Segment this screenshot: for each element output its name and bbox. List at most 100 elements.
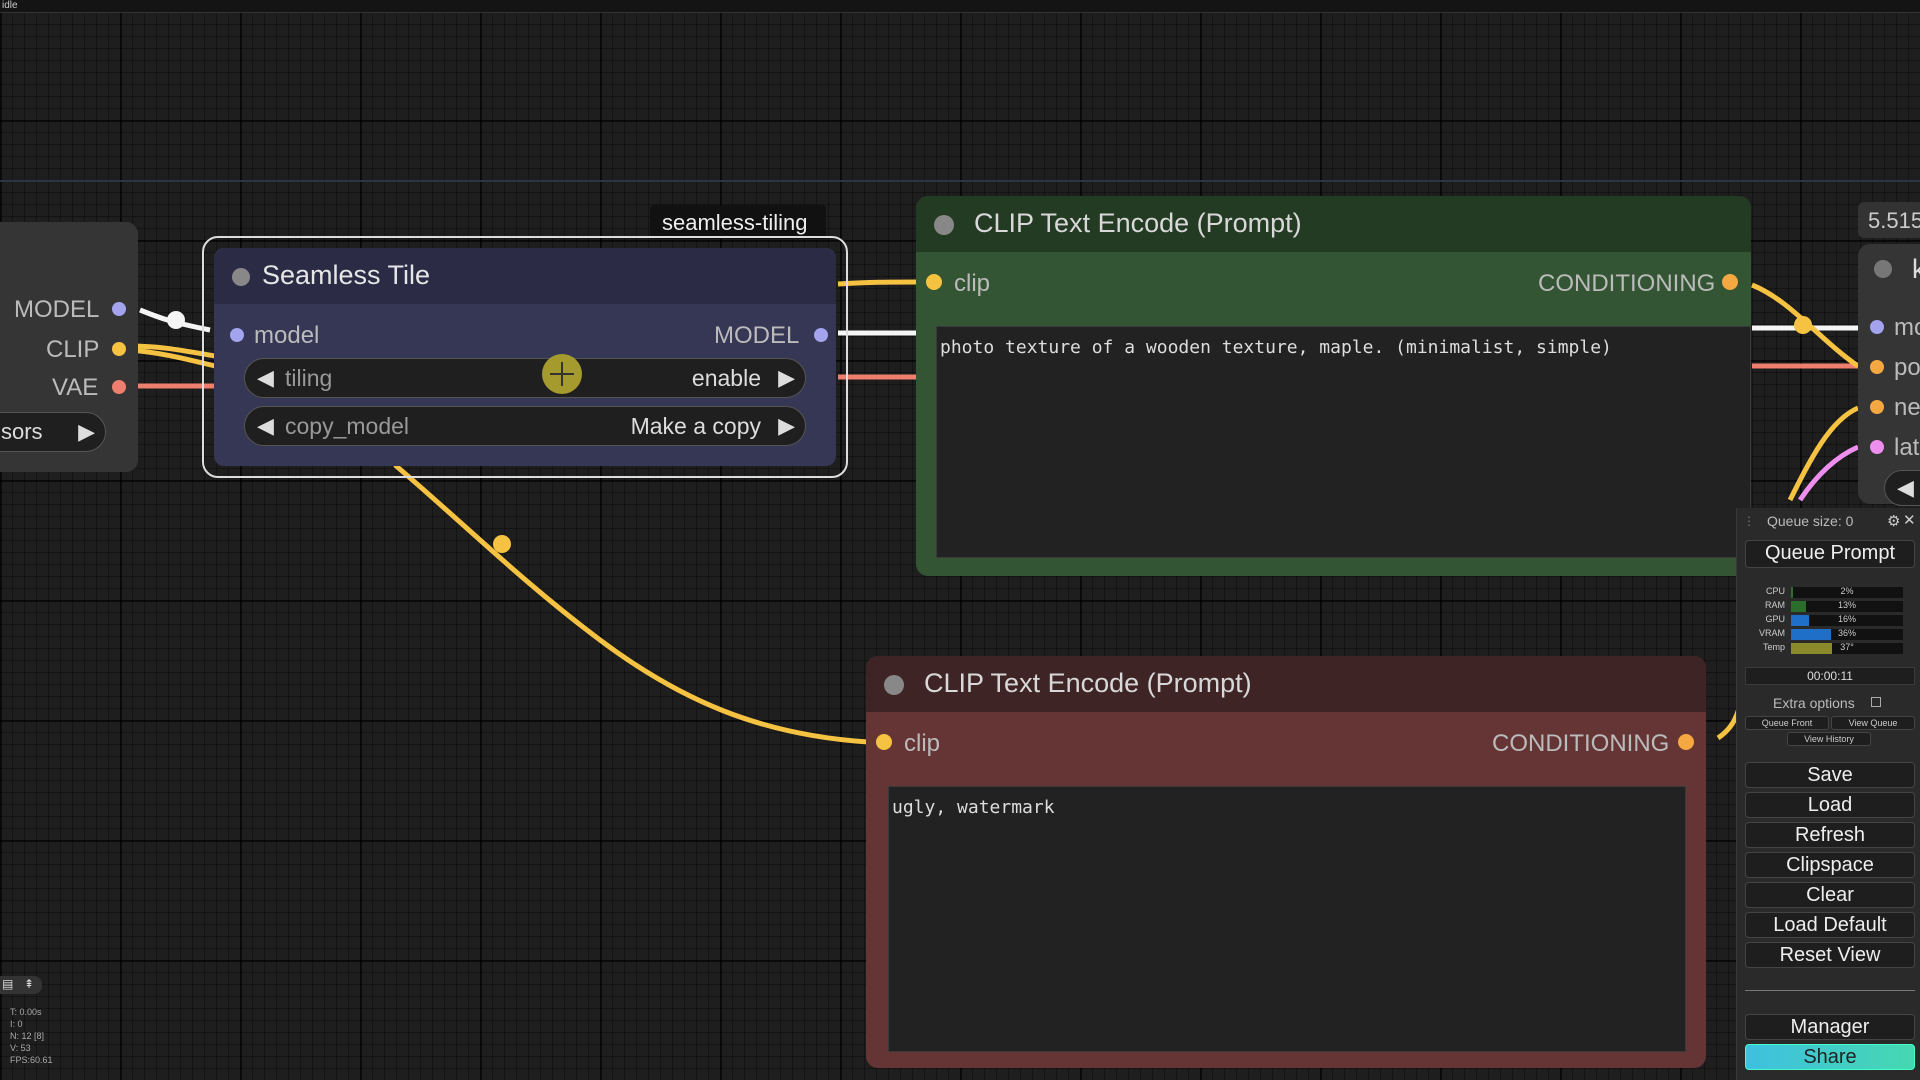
prompt-textarea-negative[interactable]: ugly, watermark xyxy=(888,786,1686,1052)
clip-text-encode-positive-node[interactable]: CLIP Text Encode (Prompt) clip CONDITION… xyxy=(916,196,1751,576)
monitor-bar xyxy=(1791,615,1903,626)
input-slot-model[interactable] xyxy=(1870,320,1884,334)
arrow-left-icon[interactable]: ◀ xyxy=(1897,475,1914,500)
link-reroute-dot xyxy=(167,311,185,329)
monitor-value: 13% xyxy=(1837,600,1856,610)
clipspace-button[interactable]: Clipspace xyxy=(1745,852,1915,878)
input-label-clip: clip xyxy=(904,730,941,757)
node-collapse-dot[interactable] xyxy=(232,268,250,286)
monitor-bar xyxy=(1791,587,1903,598)
ksampler-node[interactable]: k mo po ne late ◀ xyxy=(1858,244,1920,506)
queue-prompt-button[interactable]: Queue Prompt xyxy=(1745,540,1915,568)
input-label-model: mo xyxy=(1894,314,1920,341)
arrow-left-icon[interactable]: ◀ xyxy=(257,413,274,438)
node-title: CLIP Text Encode (Prompt) xyxy=(924,668,1252,698)
extra-options-label: Extra options xyxy=(1773,695,1855,711)
copy-model-widget[interactable]: ◀ copy_model Make a copy ▶ xyxy=(244,406,806,446)
monitor-cpu: CPU 2% xyxy=(1745,586,1915,599)
monitor-value: 2% xyxy=(1840,586,1854,596)
ksampler-badge-text: 5.515 xyxy=(1868,208,1920,233)
output-label-model: MODEL xyxy=(714,322,800,349)
drag-handle-icon[interactable]: ⋮ xyxy=(1743,514,1755,528)
reset-view-button[interactable]: Reset View xyxy=(1745,942,1915,968)
arrow-right-icon[interactable]: ▶ xyxy=(78,419,95,444)
share-button[interactable]: Share xyxy=(1745,1044,1915,1070)
close-icon[interactable]: ✕ xyxy=(1903,512,1916,529)
view-history-button[interactable]: View History xyxy=(1787,732,1871,746)
move-cursor-icon xyxy=(542,354,582,394)
output-slot-model[interactable] xyxy=(814,328,828,342)
seamless-tile-node[interactable]: Seamless Tile model MODEL ◀ tiling enabl… xyxy=(202,236,848,478)
output-slot-vae[interactable] xyxy=(112,380,126,394)
left-node-combo-label: sors xyxy=(1,419,43,444)
input-slot-clip[interactable] xyxy=(926,274,942,290)
monitor-bar xyxy=(1791,629,1903,640)
output-slot-clip[interactable] xyxy=(112,342,126,356)
gear-icon[interactable]: ⚙ xyxy=(1887,513,1901,530)
node-collapse-dot[interactable] xyxy=(884,675,904,695)
clip-text-encode-negative-node[interactable]: CLIP Text Encode (Prompt) clip CONDITION… xyxy=(866,656,1706,1068)
pin-icon[interactable]: ⇞ xyxy=(24,977,35,991)
link-cond-negative xyxy=(1787,405,1860,502)
monitor-bar xyxy=(1791,601,1903,612)
load-default-button[interactable]: Load Default xyxy=(1745,912,1915,938)
timer-text: 00:00:11 xyxy=(1807,669,1853,683)
input-slot-latent[interactable] xyxy=(1870,440,1884,454)
clip-positive-header[interactable]: CLIP Text Encode (Prompt) xyxy=(916,196,1751,252)
input-slot-model[interactable] xyxy=(230,328,244,342)
queue-panel: ⋮ Queue size: 0 ⚙ ✕ Queue Prompt CPU 2% … xyxy=(1736,508,1920,1080)
menu-icon[interactable]: ▤ xyxy=(2,977,14,991)
link-latent xyxy=(1797,444,1860,502)
copy-model-label: copy_model xyxy=(285,413,410,439)
monitor-label: VRAM xyxy=(1758,628,1785,638)
link-cond-dot xyxy=(1794,316,1812,334)
prompt-textarea-positive[interactable]: photo texture of a wooden texture, maple… xyxy=(936,326,1751,558)
ksampler-badge: 5.515 xyxy=(1858,202,1920,238)
monitor-fill xyxy=(1791,643,1833,654)
stat-fps: FPS:60.61 xyxy=(10,1055,53,1065)
refresh-button[interactable]: Refresh xyxy=(1745,822,1915,848)
status-bar: idle xyxy=(0,0,1920,13)
seamless-tile-header[interactable]: Seamless Tile xyxy=(214,248,836,304)
clear-button[interactable]: Clear xyxy=(1745,882,1915,908)
status-text: idle xyxy=(2,0,18,11)
left-node-combo[interactable]: sors ▶ xyxy=(0,412,106,452)
tiling-widget[interactable]: ◀ tiling enable ▶ xyxy=(244,358,806,398)
view-queue-button[interactable]: View Queue xyxy=(1831,716,1915,730)
output-label-conditioning: CONDITIONING xyxy=(1538,270,1716,297)
node-collapse-dot[interactable] xyxy=(934,215,954,235)
arrow-right-icon[interactable]: ▶ xyxy=(778,413,795,438)
input-slot-clip[interactable] xyxy=(876,734,892,750)
monitor-label: CPU xyxy=(1765,586,1785,596)
load-button[interactable]: Load xyxy=(1745,792,1915,818)
arrow-left-icon[interactable]: ◀ xyxy=(257,365,274,390)
timer: 00:00:11 xyxy=(1745,667,1915,685)
ksampler-widget[interactable]: ◀ xyxy=(1884,470,1920,506)
group-title: seamless-tiling xyxy=(650,205,826,239)
monitor-value: 36% xyxy=(1837,628,1856,638)
input-slot-negative[interactable] xyxy=(1870,400,1884,414)
link-midpoint-dot xyxy=(493,535,511,553)
monitor-gpu: GPU 16% xyxy=(1745,614,1915,627)
output-label-model: MODEL xyxy=(14,296,100,323)
monitor-label: Temp xyxy=(1762,642,1785,652)
monitor-vram: VRAM 36% xyxy=(1745,628,1915,641)
canvas-stats: T: 0.00s I: 0 N: 12 [8] V: 53 FPS:60.61 xyxy=(10,1006,53,1066)
node-title: Seamless Tile xyxy=(262,260,431,290)
save-button[interactable]: Save xyxy=(1745,762,1915,788)
monitor-bar xyxy=(1791,643,1903,654)
node-title: CLIP Text Encode (Prompt) xyxy=(974,208,1302,238)
output-slot-model[interactable] xyxy=(112,302,126,316)
clip-negative-header[interactable]: CLIP Text Encode (Prompt) xyxy=(866,656,1706,712)
queue-front-button[interactable]: Queue Front xyxy=(1745,716,1829,730)
input-slot-positive[interactable] xyxy=(1870,360,1884,374)
monitor-fill xyxy=(1791,601,1806,612)
arrow-right-icon[interactable]: ▶ xyxy=(778,365,795,390)
checkpoint-loader-node[interactable]: MODEL CLIP VAE sors ▶ xyxy=(0,222,138,472)
output-slot-conditioning[interactable] xyxy=(1678,734,1694,750)
node-collapse-dot[interactable] xyxy=(1874,260,1892,278)
output-slot-conditioning[interactable] xyxy=(1722,274,1738,290)
link-clip-top xyxy=(837,279,919,287)
extra-options-checkbox[interactable] xyxy=(1871,697,1881,707)
manager-button[interactable]: Manager xyxy=(1745,1014,1915,1040)
